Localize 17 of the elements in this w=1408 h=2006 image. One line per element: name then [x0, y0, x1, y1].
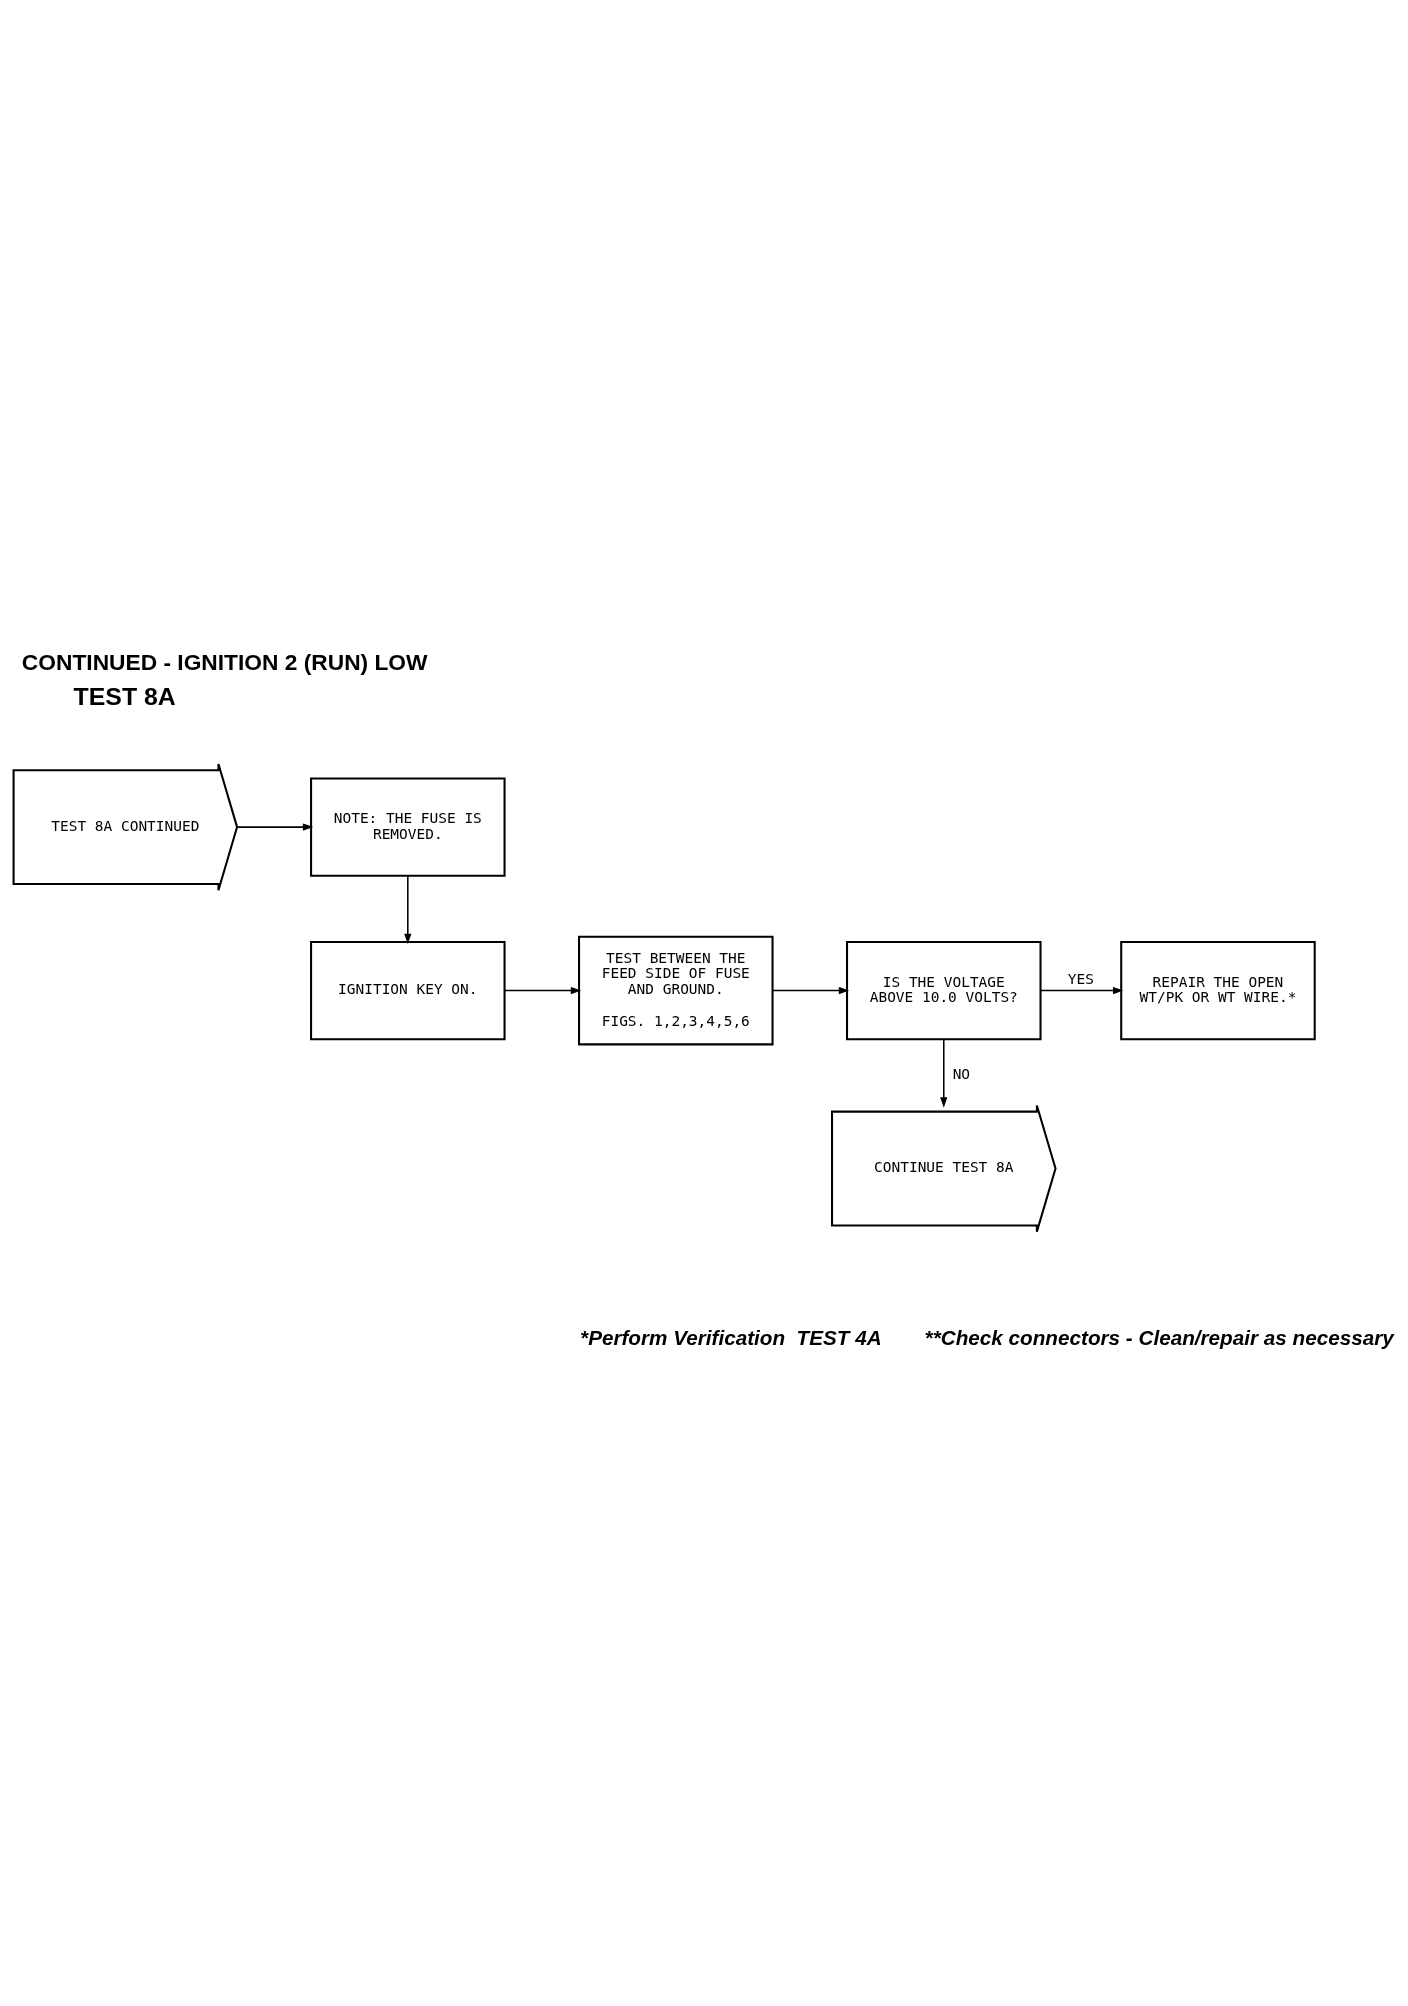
- arrow: [771, 986, 849, 995]
- diagram-title: CONTINUED - IGNITION 2 (RUN) LOW: [21, 649, 428, 676]
- label: **Check connectors - Clean/repair as necessary: [924, 1326, 1394, 1350]
- node-box: IS THE VOLTAGE ABOVE 10.0 VOLTS?: [845, 940, 1042, 1041]
- arrow: [503, 986, 581, 995]
- node-box: IGNITION KEY ON.: [309, 940, 506, 1041]
- node-box: NOTE: THE FUSE IS REMOVED.: [309, 777, 506, 877]
- arrow: [236, 823, 313, 831]
- arrow: [403, 875, 411, 945]
- node-box: TEST BETWEEN THE FEED SIDE OF FUSE AND GROUND. FIGS. 1,2,3,4,5,6: [577, 935, 774, 1046]
- node-box: REPAIR THE OPEN WT/PK OR WT WIRE.*: [1119, 940, 1316, 1041]
- arrow: [1039, 986, 1123, 995]
- edge-label: YES: [1067, 970, 1094, 987]
- label: TEST 8A: [73, 683, 176, 711]
- edge-label: NO: [952, 1065, 970, 1082]
- label: *Perform Verification TEST 4A: [579, 1326, 882, 1350]
- arrow: [939, 1038, 947, 1108]
